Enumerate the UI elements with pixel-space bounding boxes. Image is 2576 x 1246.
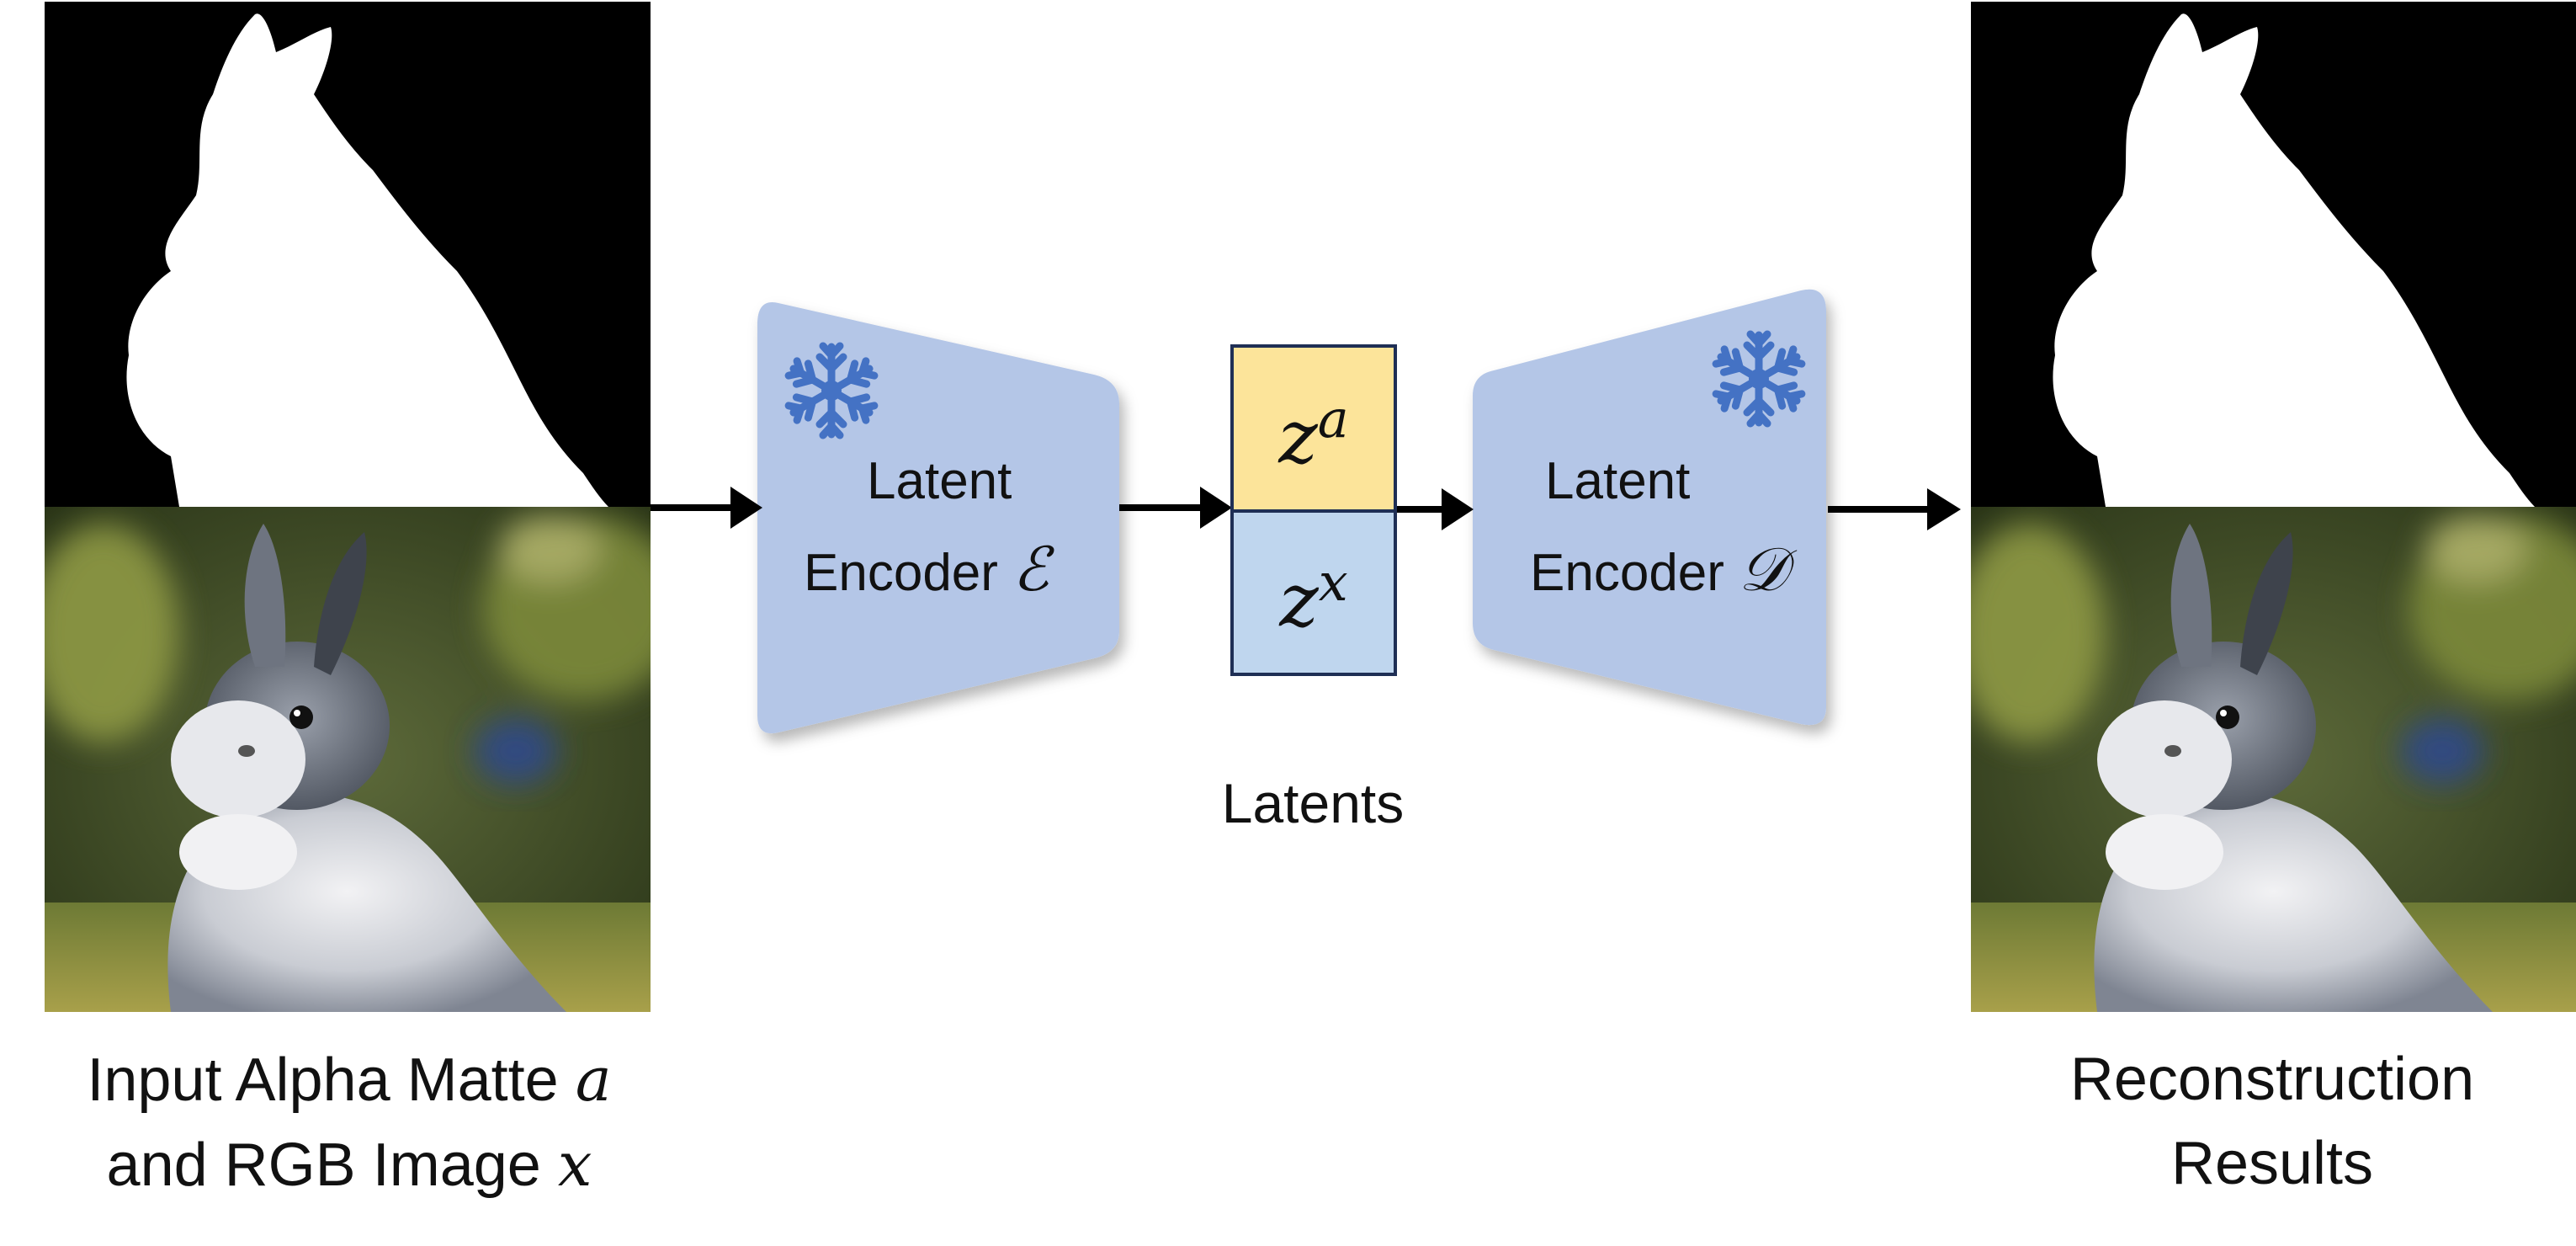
encoder-label-word: Encoder [804, 544, 1013, 602]
output-rgb-image [1971, 507, 2576, 1012]
arrowhead-icon [730, 487, 762, 529]
encoder-label-line2: Encoder ℰ [804, 525, 1107, 617]
arrows [651, 487, 1961, 530]
decoder-label-word: Encoder [1530, 544, 1739, 602]
encoder-symbol: ℰ [1012, 534, 1049, 604]
output-bunny-photo [1971, 507, 2576, 1012]
alpha-matte-symbol: a [575, 1044, 612, 1115]
latent-za-base: z [1278, 393, 1318, 481]
encoder-label: Latent Encoder ℰ [804, 438, 1107, 617]
input-caption: Input Alpha Matte a and RGB Image x [0, 1037, 698, 1207]
output-caption-line2: Results [2170, 1130, 2374, 1197]
input-caption-line2-text: and RGB Image [106, 1132, 558, 1199]
latent-zx-sup: x [1318, 551, 1348, 613]
input-caption-line2: and RGB Image x [0, 1122, 698, 1207]
encoder-block [757, 302, 1119, 734]
latent-zx-label: zx [1234, 551, 1394, 643]
decoder-label-line1: Latent [1545, 452, 1691, 510]
arrowhead-icon [1927, 488, 1961, 530]
decoder-label: Latent Encoder 𝒟 [1530, 438, 1833, 617]
input-rgb-image [45, 507, 651, 1012]
output-caption: Reconstruction Results [1936, 1037, 2576, 1206]
encoder-label-line1: Latent [867, 452, 1012, 510]
decoder-label-line2: Encoder 𝒟 [1530, 525, 1833, 617]
rgb-bunny-photo [45, 507, 651, 1012]
latent-za-label: za [1234, 388, 1394, 480]
output-caption-line1: Reconstruction [2069, 1046, 2475, 1113]
output-alpha-silhouette [2053, 13, 2535, 507]
arrowhead-icon [1200, 487, 1232, 529]
output-alpha-matte [1971, 2, 2576, 507]
arrowhead-icon [1442, 488, 1474, 530]
latent-za-box: za [1230, 344, 1397, 513]
input-alpha-matte [45, 2, 651, 507]
latent-zx-box: zx [1230, 509, 1397, 676]
latent-zx-base: z [1279, 556, 1319, 644]
decoder-symbol: 𝒟 [1739, 534, 1787, 604]
rgb-image-symbol: x [557, 1129, 592, 1200]
latent-za-sup: a [1317, 388, 1349, 450]
input-caption-line1: Input Alpha Matte a [0, 1037, 698, 1122]
latents-caption: Latents [1221, 772, 1405, 834]
input-caption-line1-text: Input Alpha Matte [87, 1046, 576, 1114]
